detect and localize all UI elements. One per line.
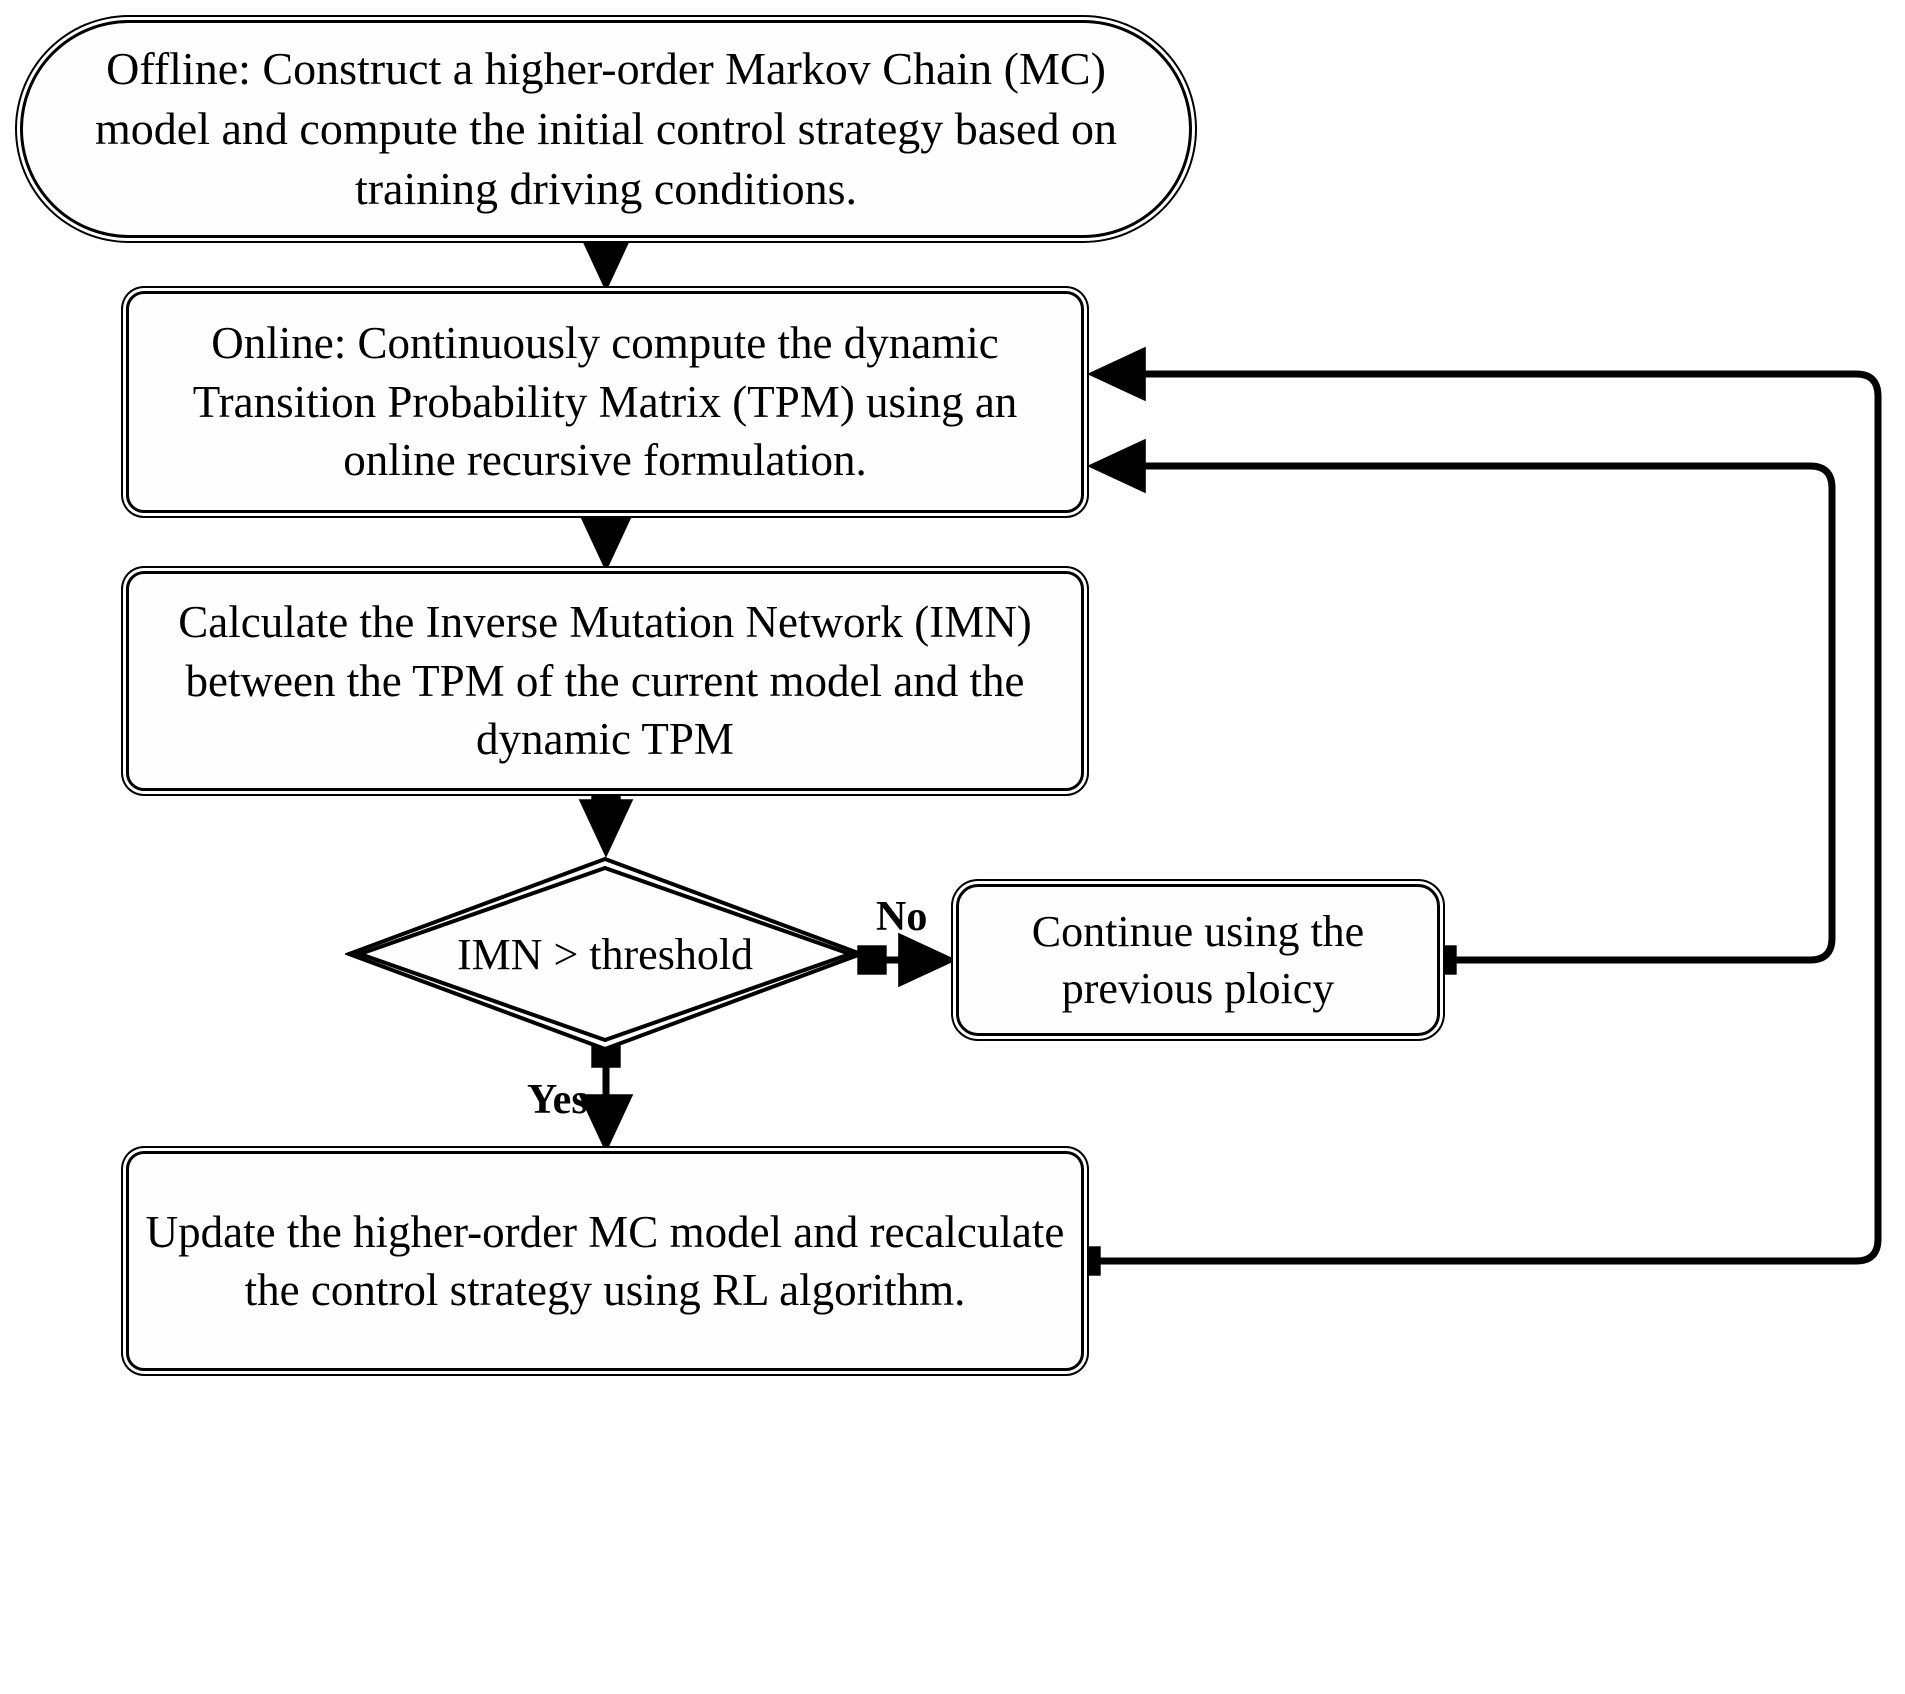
node-continue-previous-policy[interactable]: Continue using the previous ploicy xyxy=(956,884,1440,1036)
node-update-mc-model[interactable]: Update the higher-order MC model and rec… xyxy=(126,1151,1084,1371)
node-update-mc-model-label: Update the higher-order MC model and rec… xyxy=(145,1206,1065,1316)
node-decision-imn-threshold[interactable]: IMN > threshold xyxy=(345,855,865,1053)
node-calculate-imn[interactable]: Calculate the Inverse Mutation Network (… xyxy=(126,571,1084,791)
node-online-compute-tpm-label: Online: Continuously compute the dynamic… xyxy=(192,318,1018,486)
node-online-compute-tpm[interactable]: Online: Continuously compute the dynamic… xyxy=(126,291,1084,513)
node-terminal-offline-label: Offline: Construct a higher-order Markov… xyxy=(95,43,1117,214)
edge-label-no: No xyxy=(876,894,928,940)
node-continue-previous-policy-label: Continue using the previous ploicy xyxy=(1031,906,1365,1013)
edge-update-to-online xyxy=(1071,346,1882,1276)
node-calculate-imn-label: Calculate the Inverse Mutation Network (… xyxy=(178,597,1032,765)
node-decision-imn-threshold-label: IMN > threshold xyxy=(456,929,754,979)
edge-label-yes: Yes xyxy=(527,1077,588,1123)
node-terminal-offline[interactable]: Offline: Construct a higher-order Markov… xyxy=(20,20,1192,238)
